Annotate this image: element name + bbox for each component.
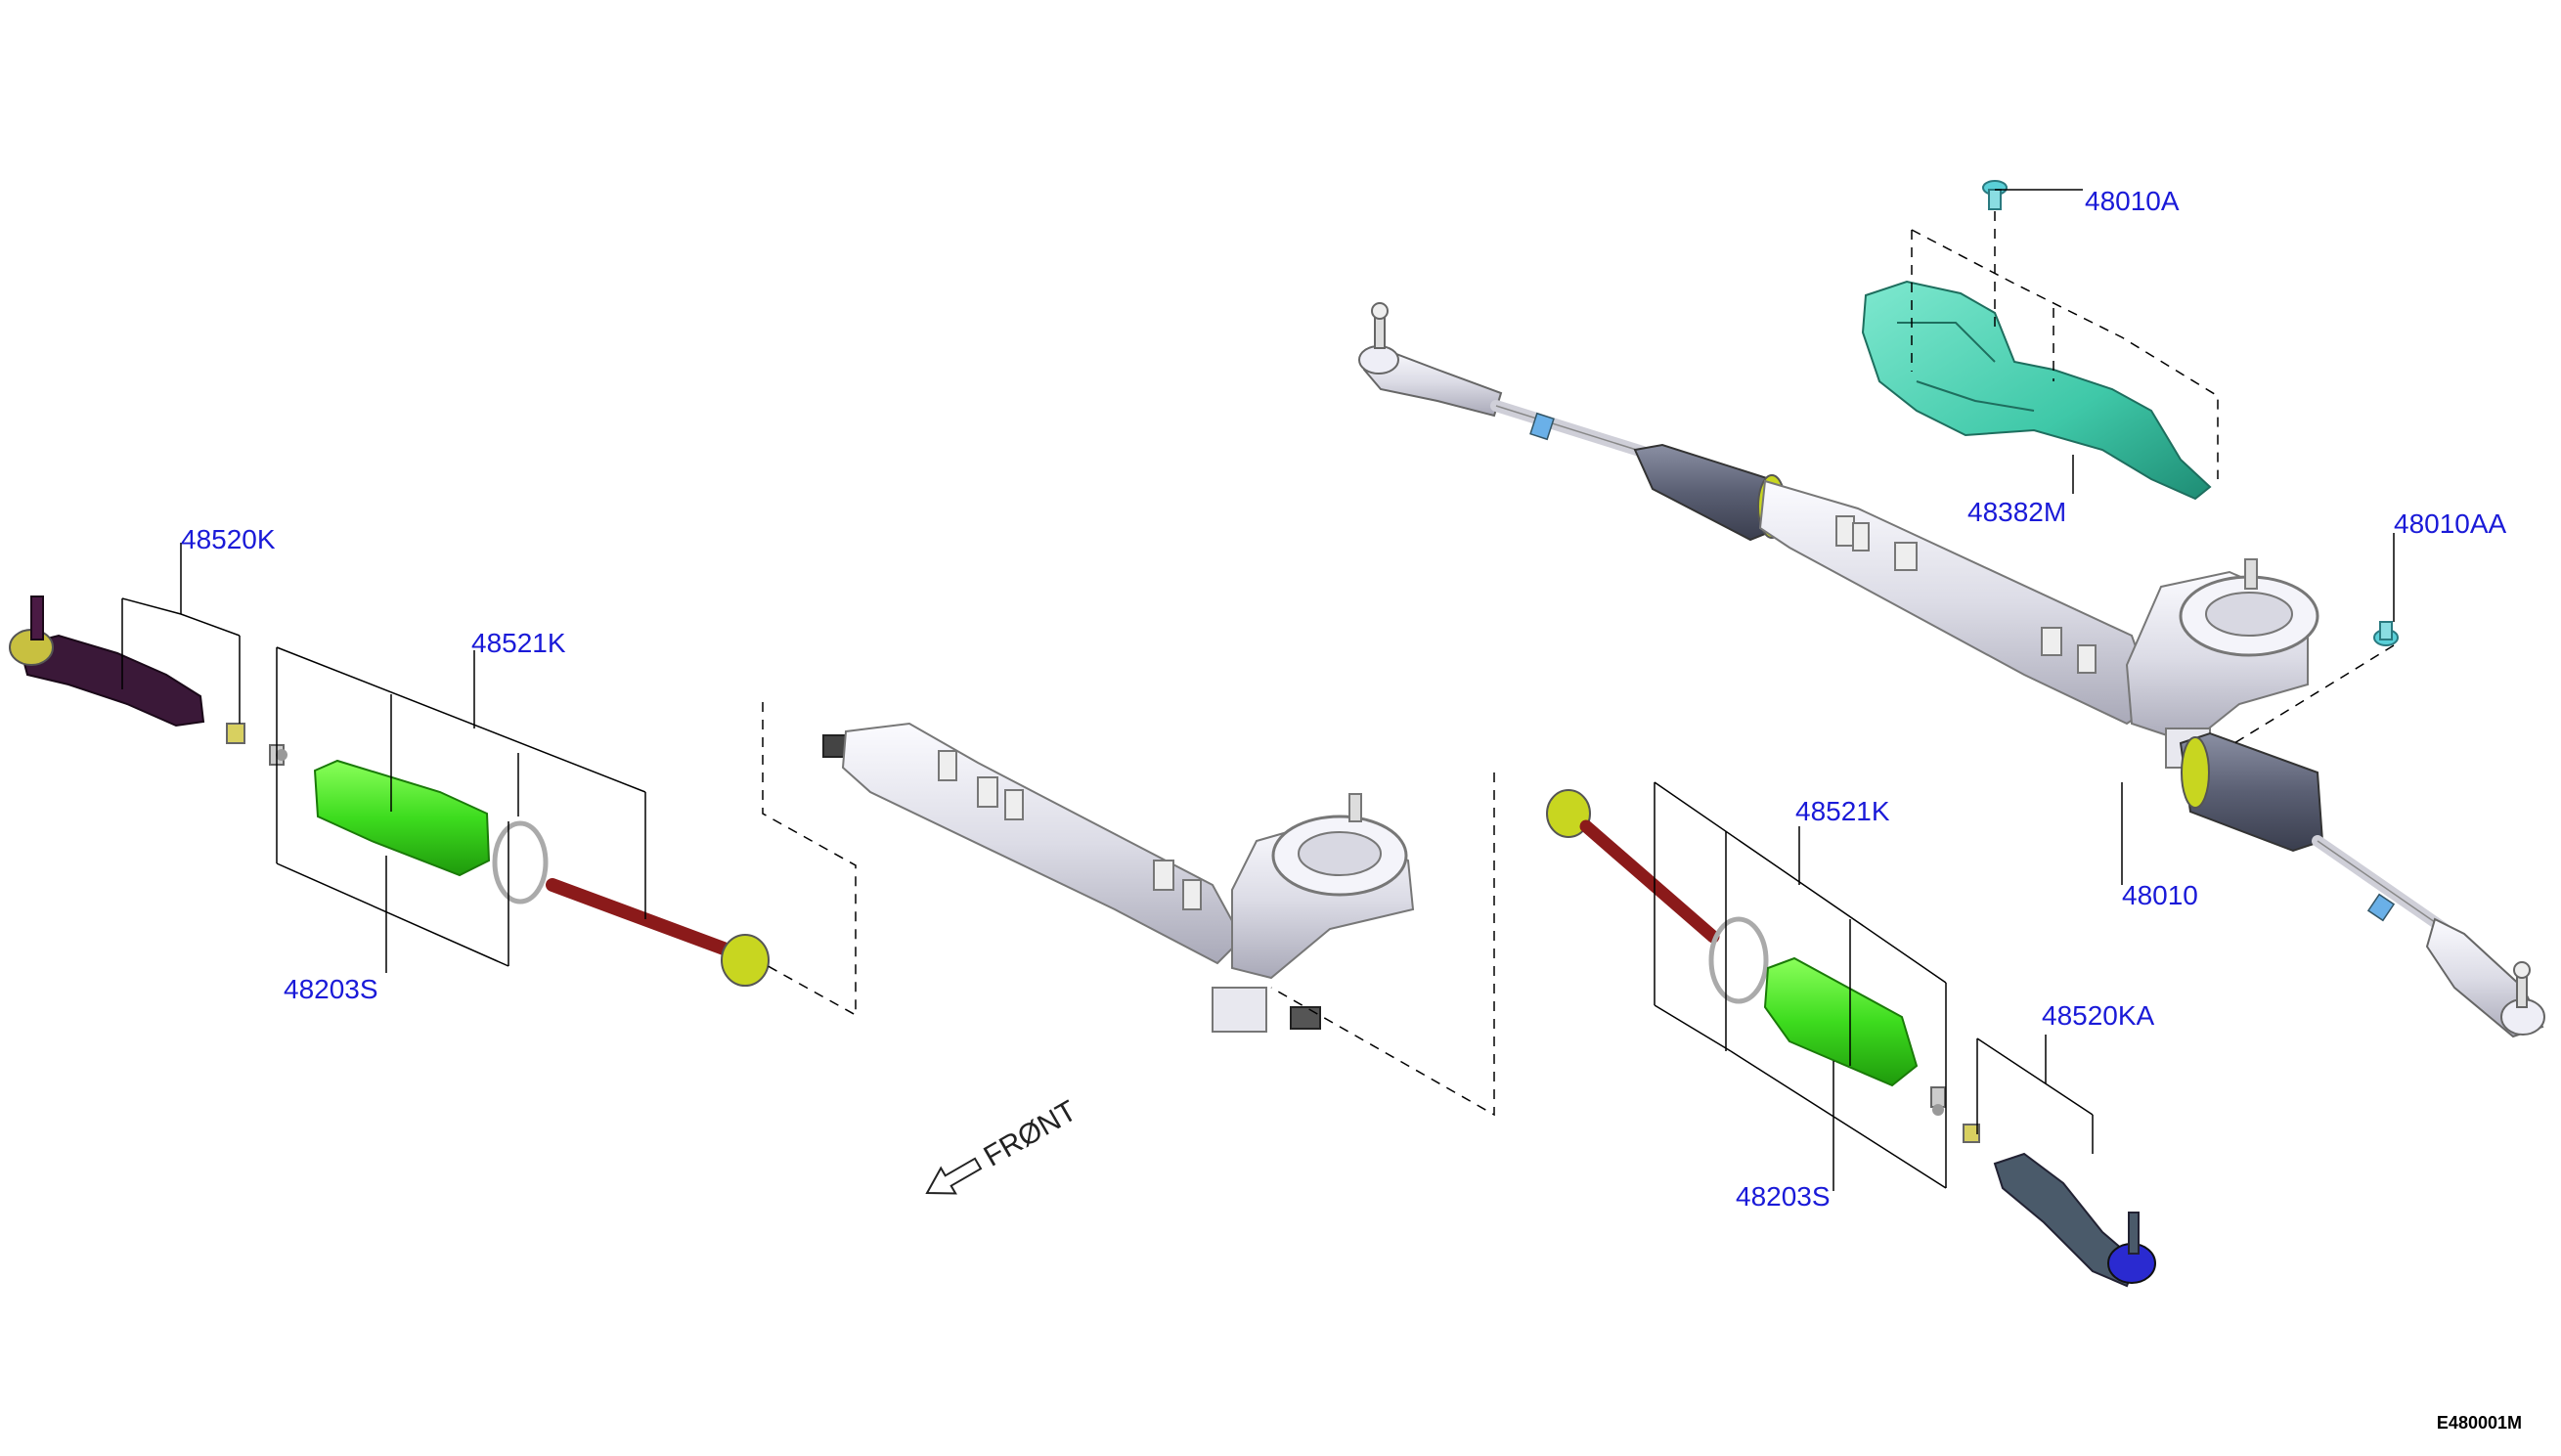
callout-48203S-left[interactable]: 48203S bbox=[284, 974, 378, 1004]
callout-48010A[interactable]: 48010A bbox=[2085, 186, 2180, 216]
upper-left-boot bbox=[1633, 443, 1782, 542]
boot-clamp-right bbox=[1930, 1086, 1946, 1116]
callout-48521K-right[interactable]: 48521K bbox=[1795, 796, 1890, 826]
boot-48203S-right bbox=[1763, 956, 1919, 1087]
callout-48010AA[interactable]: 48010AA bbox=[2394, 508, 2507, 539]
inner-tie-rod-48521K-left bbox=[546, 878, 730, 955]
steering-gear-assembly-upper bbox=[1358, 302, 2545, 1038]
boot-48203S-left bbox=[313, 759, 491, 877]
bolt-48010A bbox=[1982, 180, 2008, 210]
callout-48382M[interactable]: 48382M bbox=[1967, 497, 2067, 527]
inner-tie-rod-joint-right bbox=[1546, 789, 1591, 838]
front-label: FRØNT bbox=[979, 1094, 1082, 1172]
tie-rod-end-48520K bbox=[9, 596, 205, 728]
boot-clamp-left bbox=[269, 744, 287, 766]
upper-rack-housing bbox=[1758, 479, 2158, 726]
boot-band-right bbox=[1708, 916, 1769, 1004]
lock-nut-left bbox=[226, 723, 245, 744]
boot-band-left bbox=[492, 820, 549, 904]
inner-tie-rod-48521K-right bbox=[1579, 819, 1720, 944]
upper-right-tie-rod-end bbox=[2425, 917, 2545, 1038]
front-direction-arrow: FRØNT bbox=[925, 1094, 1082, 1195]
callout-48520KA[interactable]: 48520KA bbox=[2042, 1000, 2155, 1031]
callout-48520K[interactable]: 48520K bbox=[181, 524, 276, 554]
bolt-48010AA bbox=[2373, 621, 2399, 646]
phantom-lines bbox=[762, 211, 2395, 1117]
diagram-code: E480001M bbox=[2436, 1413, 2522, 1433]
leader-lines bbox=[121, 189, 2395, 1191]
tie-rod-end-48520KA bbox=[1993, 1152, 2156, 1288]
callout-48203S-right[interactable]: 48203S bbox=[1736, 1181, 1831, 1212]
lock-nut-right bbox=[1963, 1124, 1980, 1143]
insulator-48382M bbox=[1861, 280, 2212, 501]
steering-gear-housing-bare bbox=[822, 722, 1415, 1033]
callout-48010[interactable]: 48010 bbox=[2122, 880, 2198, 910]
upper-left-tie-rod-end bbox=[1358, 302, 1503, 418]
callout-48521K-left[interactable]: 48521K bbox=[471, 628, 566, 658]
